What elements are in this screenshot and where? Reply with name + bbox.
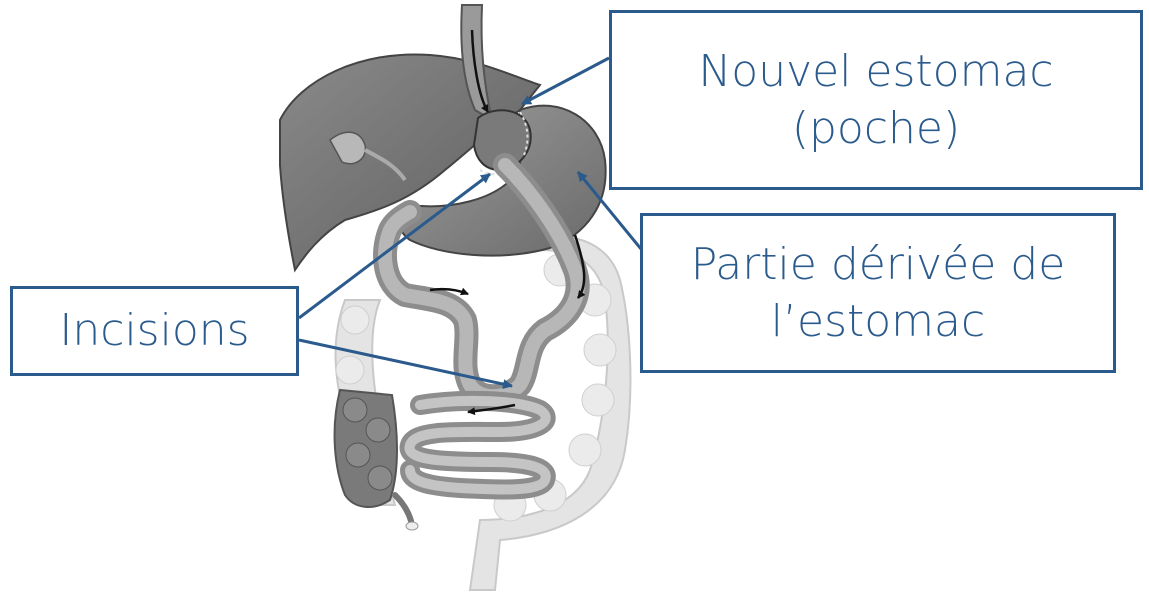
label-bypassed-stomach: Partie dérivée de l’estomac [640, 213, 1116, 373]
label-new-stomach-line1: Nouvel estomac [698, 43, 1053, 100]
label-new-stomach-line2: (poche) [792, 100, 960, 157]
label-bypassed-stomach-line1: Partie dérivée de [691, 236, 1066, 293]
label-bypassed-stomach-line2: l’estomac [771, 293, 985, 350]
leader-new-stomach [522, 58, 609, 104]
leader-incision-lower [299, 340, 512, 386]
label-new-stomach: Nouvel estomac (poche) [609, 10, 1143, 190]
label-incisions-text: Incisions [59, 302, 249, 359]
label-incisions: Incisions [10, 286, 299, 376]
